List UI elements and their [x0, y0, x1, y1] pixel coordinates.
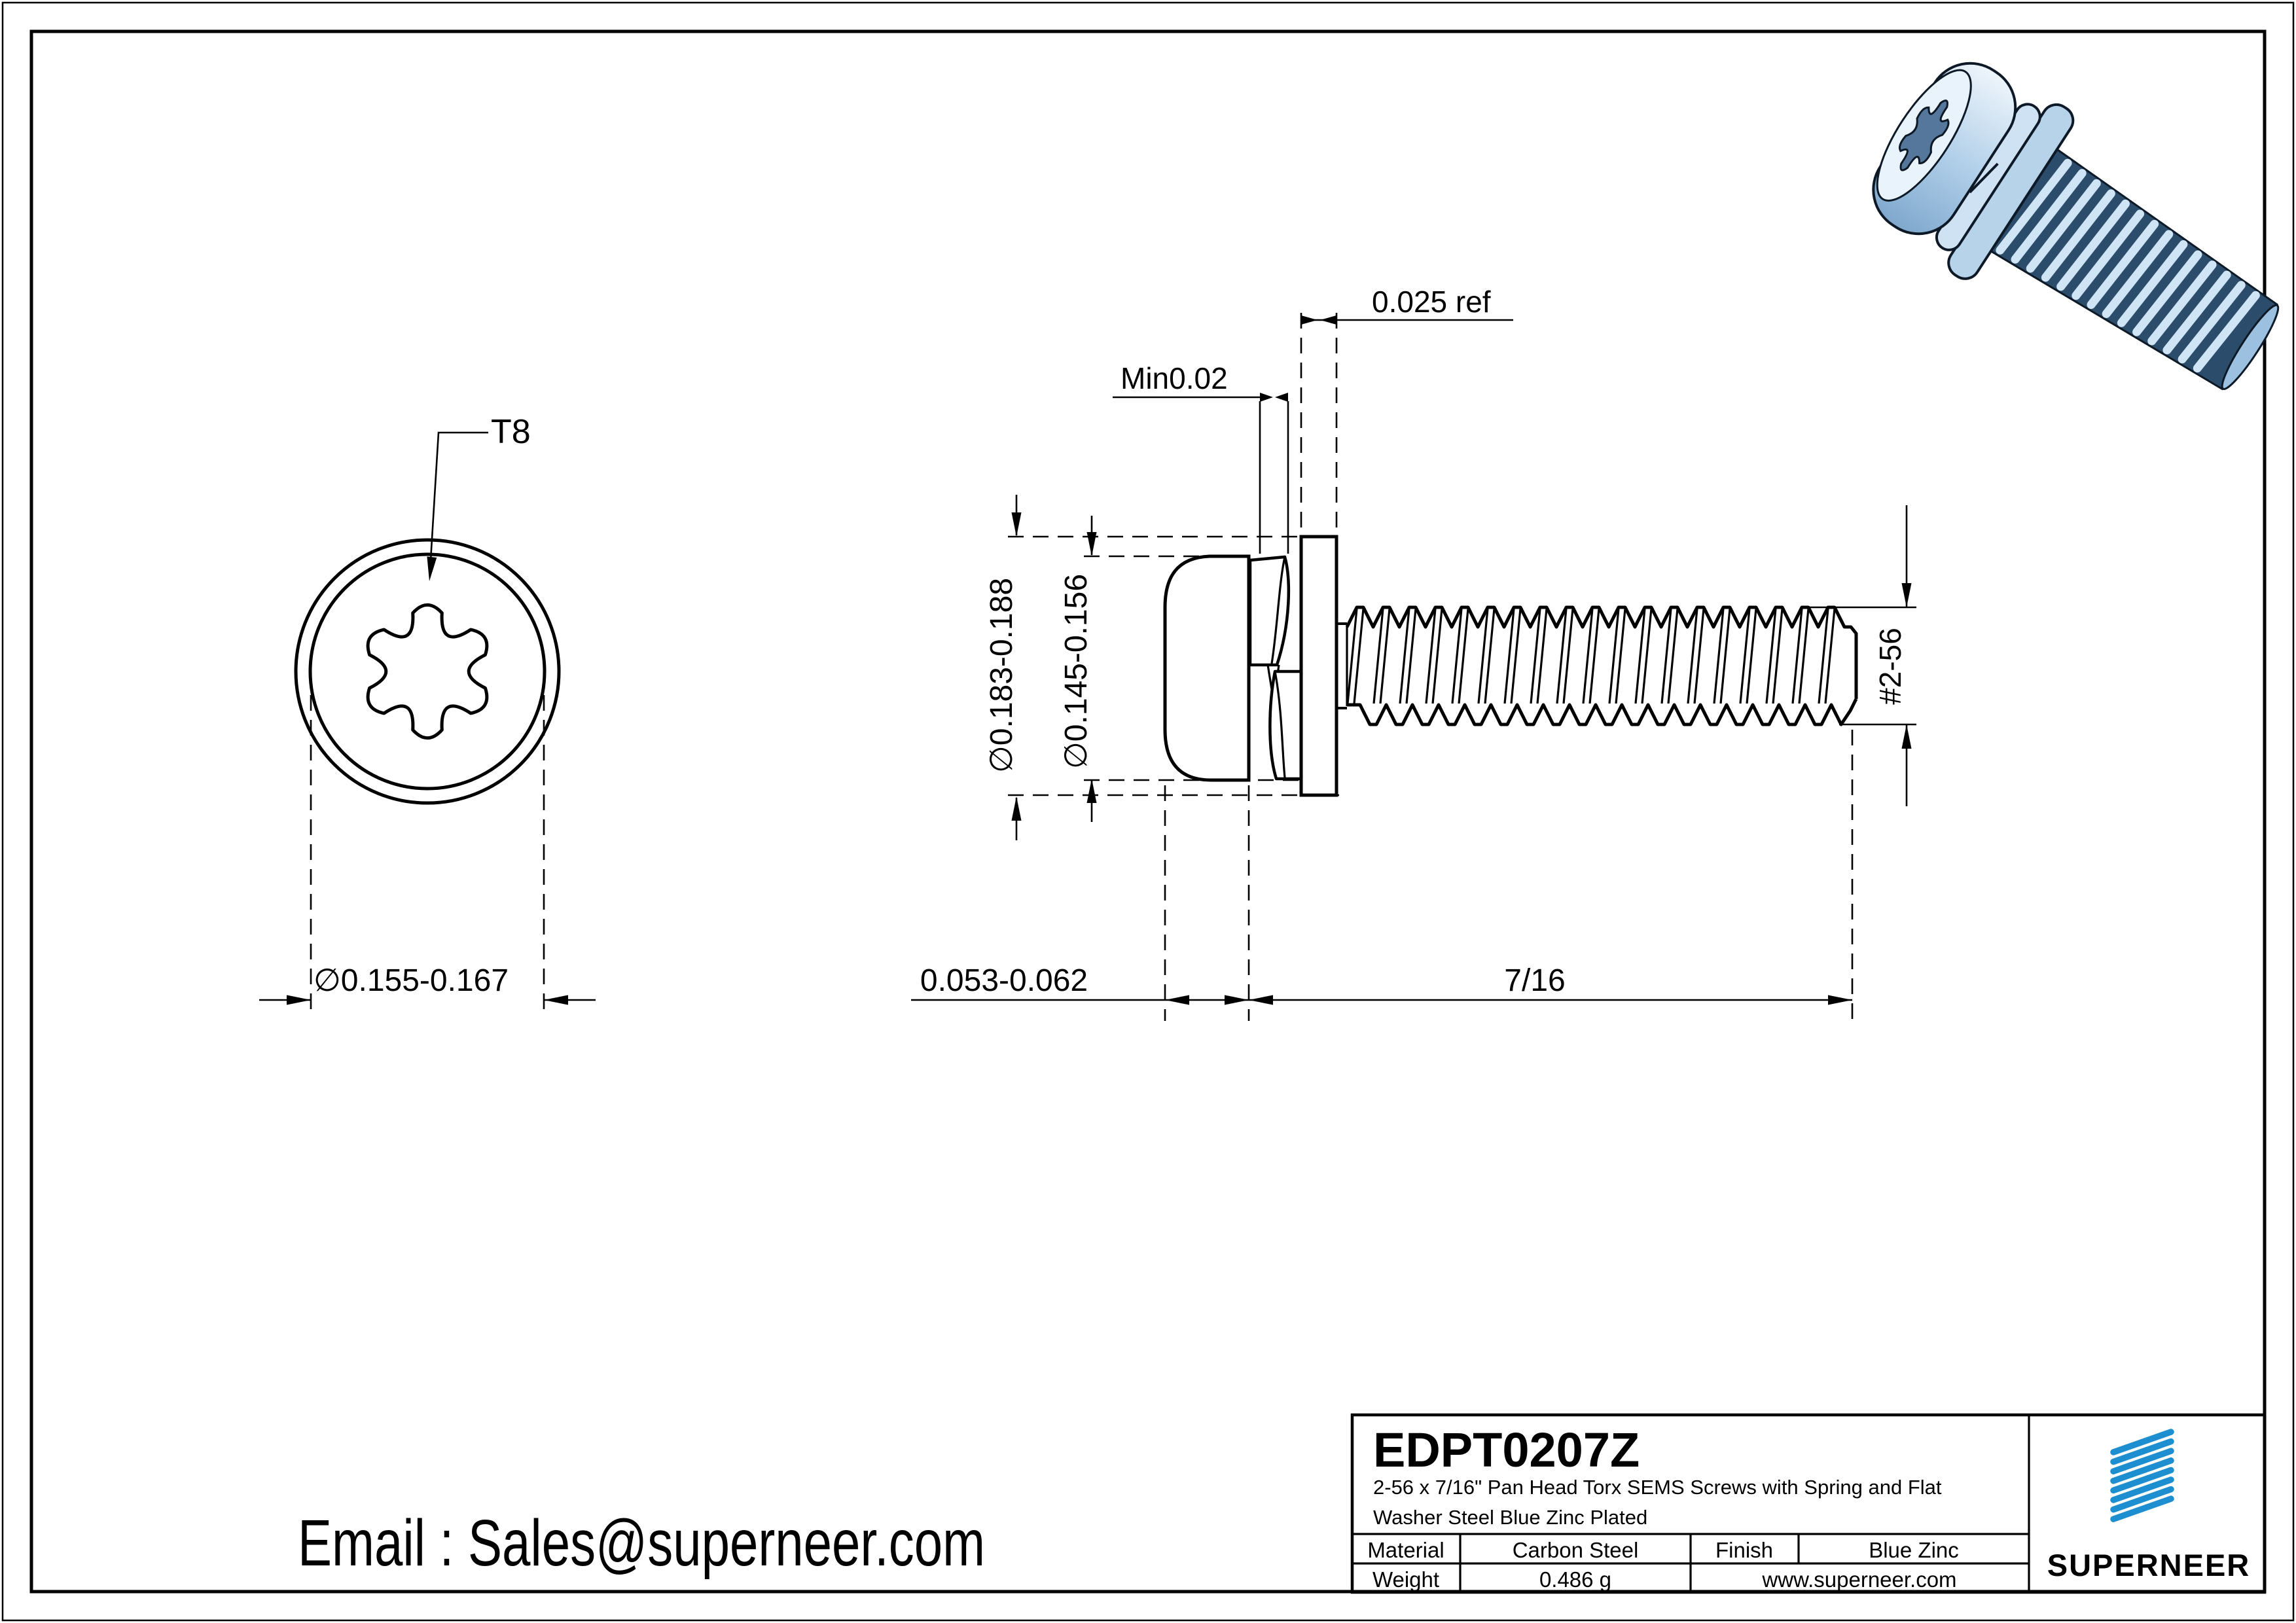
dim-arrow	[1011, 796, 1022, 821]
iso-thread-stripe	[1996, 158, 2072, 255]
logo-stripe	[2110, 1438, 2174, 1465]
superneer-logo-icon	[2110, 1429, 2174, 1522]
logo-stripe	[2110, 1448, 2174, 1474]
side-view: 0.025 ref Min0.02 ∅0.183-0.188 ∅0.145-0.…	[911, 285, 1916, 1021]
iso-spring-split	[1969, 162, 1999, 194]
material-label: Material	[1367, 1538, 1444, 1562]
title-block: EDPT0207Z 2-56 x 7/16" Pan Head Torx SEM…	[1350, 1413, 2267, 1594]
iso-thread-stripe	[2178, 281, 2246, 364]
washer-thickness-dim: 0.025 ref	[1372, 285, 1491, 319]
head-outer-circle	[294, 538, 561, 805]
weight-value: 0.486 g	[1539, 1567, 1611, 1592]
thread-flank-lines	[1346, 608, 1836, 704]
head-diameter-dim: ∅0.155-0.167	[314, 963, 509, 998]
dim-arrow	[1260, 393, 1273, 402]
spring-washer-lower	[1268, 669, 1303, 781]
dim-arrow	[1320, 315, 1336, 325]
iso-thread-stripe	[2041, 189, 2115, 282]
logo-stripe	[2110, 1476, 2174, 1503]
brand-name: SUPERNEER	[2047, 1548, 2251, 1582]
dim-arrow	[544, 995, 568, 1005]
dim-arrow	[1249, 995, 1273, 1005]
thread-bottom-profile	[1347, 698, 1858, 726]
dim-arrow	[1086, 532, 1097, 556]
iso-thread-stripe	[2087, 219, 2159, 310]
iso-thread-stripe	[2026, 179, 2101, 273]
logo-stripe	[2110, 1486, 2174, 1513]
t8-leader-line	[429, 431, 488, 571]
iso-tip	[2221, 304, 2280, 391]
dim-arrow	[287, 995, 311, 1005]
finish-label: Finish	[1715, 1538, 1773, 1562]
head-inner-circle	[308, 552, 547, 791]
iso-thread-stripe	[2193, 291, 2260, 373]
website-link[interactable]: www.superneer.com	[1761, 1567, 1956, 1592]
dim-arrow	[1901, 724, 1912, 749]
part-number: EDPT0207Z	[1373, 1423, 1640, 1477]
thread-size-dim: #2-56	[1873, 628, 1907, 705]
iso-thread-stripe	[2072, 209, 2145, 300]
title-block-frame	[1350, 1413, 2267, 1594]
dim-arrow	[1275, 393, 1288, 402]
iso-thread-stripe	[2132, 250, 2202, 336]
pan-head-profile	[1163, 554, 1251, 782]
flat-washer-profile	[1299, 535, 1338, 797]
description-line2: Washer Steel Blue Zinc Plated	[1373, 1506, 1647, 1529]
dim-arrow	[1011, 512, 1022, 537]
head-od-dim: ∅0.145-0.156	[1059, 574, 1094, 769]
dim-arrow	[1828, 995, 1852, 1005]
front-view: T8 ∅0.155-0.167	[259, 413, 596, 1013]
iso-thread-stripe	[2147, 260, 2217, 346]
dim-arrow	[1165, 995, 1189, 1005]
logo-stripe	[2110, 1457, 2174, 1484]
dim-arrow	[1901, 583, 1912, 607]
logo-stripe	[2110, 1429, 2174, 1455]
email-text: Email : Sales@superneer.com	[298, 1507, 985, 1580]
iso-thread-stripe	[2102, 230, 2174, 318]
spring-washer-upper	[1248, 555, 1291, 667]
iso-thread-stripe	[2117, 240, 2188, 327]
iso-thread-stripe	[2162, 270, 2231, 355]
torx-recess-outline	[366, 603, 489, 740]
spring-min-dim: Min0.02	[1121, 361, 1228, 395]
iso-thread-stripe	[2056, 199, 2130, 291]
iso-torx-recess	[1898, 99, 1950, 171]
inner-border	[29, 29, 2267, 1594]
iso-3d-render	[1872, 62, 2280, 391]
thread-top-profile	[1345, 605, 1858, 699]
logo-stripe	[2110, 1495, 2174, 1522]
washer-od-dim: ∅0.183-0.188	[984, 578, 1019, 773]
spring-washer-lower-edge	[1274, 671, 1286, 778]
torx-size-label: T8	[491, 413, 531, 451]
weight-label: Weight	[1372, 1567, 1439, 1592]
dimension-arrowheads	[287, 512, 1912, 1005]
head-height-dim: 0.053-0.062	[920, 963, 1088, 998]
material-value: Carbon Steel	[1513, 1538, 1639, 1562]
dim-arrow	[427, 556, 437, 581]
spring-washer-upper-edge	[1270, 556, 1286, 664]
thread-length-dim: 7/16	[1504, 963, 1565, 998]
iso-thread-stripes	[1996, 158, 2260, 373]
description-line1: 2-56 x 7/16" Pan Head Torx SEMS Screws w…	[1373, 1476, 1942, 1499]
logo-stripe	[2110, 1467, 2174, 1494]
iso-thread-stripe	[2011, 169, 2087, 264]
dim-arrow	[1225, 995, 1249, 1005]
finish-value: Blue Zinc	[1869, 1538, 1959, 1562]
dim-arrow	[1301, 315, 1318, 325]
dim-arrow	[1086, 779, 1097, 803]
